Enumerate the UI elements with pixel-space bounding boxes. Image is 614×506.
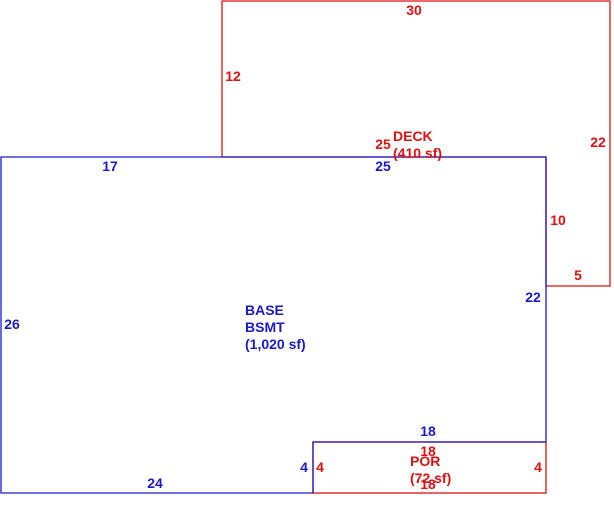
base-dim-top-left: 17 <box>102 158 118 174</box>
base-dim-bottom: 24 <box>147 475 163 491</box>
base-area-label: (1,020 sf) <box>245 336 306 352</box>
deck-dim-top: 30 <box>406 2 422 18</box>
deck-dim-right: 22 <box>590 134 606 150</box>
base-sub-label: BSMT <box>245 319 285 335</box>
porch-dim-right: 4 <box>534 459 542 475</box>
base-outline <box>0 156 547 494</box>
base-dim-left: 26 <box>4 316 20 332</box>
base-dim-notch: 4 <box>300 459 308 475</box>
porch-area-label: (72 sf) <box>410 470 451 486</box>
deck-name-label: DECK <box>393 128 433 144</box>
base-dim-bottom-right: 18 <box>420 423 436 439</box>
deck-dim-bottom: 25 <box>375 136 391 152</box>
deck-dim-step: 5 <box>574 267 582 283</box>
porch-dim-left: 4 <box>316 459 324 475</box>
base-name-label: BASE <box>245 302 284 318</box>
base-dim-top-right: 25 <box>375 158 391 174</box>
deck-dim-left: 12 <box>225 68 241 84</box>
base-dim-right: 22 <box>525 289 541 305</box>
porch-name-label: POR <box>410 453 440 469</box>
porch-dim-top: 18 <box>420 443 436 459</box>
porch-dim-bottom: 18 <box>420 476 436 492</box>
deck-area-label: (410 sf) <box>393 145 442 161</box>
deck-dim-inner-right: 10 <box>550 212 566 228</box>
